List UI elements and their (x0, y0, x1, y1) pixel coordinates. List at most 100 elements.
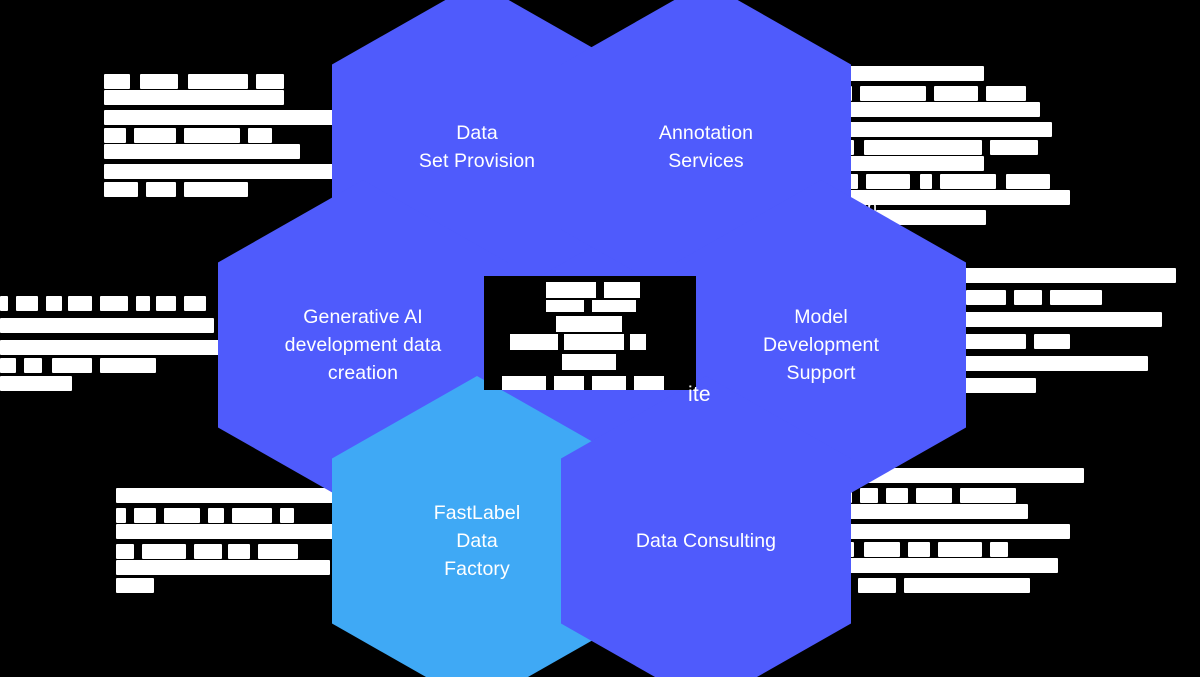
redaction-bar (280, 508, 294, 523)
redaction-bar (116, 560, 330, 575)
redaction-bar (904, 578, 1030, 593)
redaction-bar (116, 578, 154, 593)
redaction-bar (564, 334, 624, 350)
redaction-bar (228, 544, 250, 559)
redaction-bar (592, 376, 626, 390)
copy-block-middle-left (0, 296, 232, 392)
redaction-bar (116, 544, 134, 559)
redaction-bar (116, 488, 338, 503)
redaction-bar (546, 282, 596, 298)
redaction-bar (134, 128, 176, 143)
redaction-bar (986, 86, 1026, 101)
redaction-bar (0, 376, 72, 391)
redaction-bar (554, 376, 584, 390)
redaction-bar (104, 144, 300, 159)
redaction-bar (940, 312, 1162, 327)
redaction-bar (838, 524, 1070, 539)
redaction-bar (864, 140, 982, 155)
redaction-bar (140, 74, 178, 89)
redaction-bar (104, 182, 138, 197)
redaction-bar (1050, 290, 1102, 305)
hexagon-label-data-set-provision: Data Set Provision (418, 121, 536, 172)
redaction-bar (838, 558, 1058, 573)
redaction-bar (142, 544, 186, 559)
copy-block-bottom-right (838, 468, 1098, 594)
redaction-bar (502, 376, 546, 390)
redaction-bar (68, 296, 92, 311)
redaction-bar (838, 468, 1084, 483)
redaction-bar (908, 542, 930, 557)
copy-block-bottom-left (116, 488, 344, 593)
redaction-bar (858, 578, 896, 593)
redaction-bar (52, 358, 92, 373)
redaction-bar (156, 296, 176, 311)
redaction-bar (184, 182, 248, 197)
redaction-bar (630, 334, 646, 350)
redaction-bar (940, 356, 1148, 371)
redaction-bar (546, 300, 584, 312)
redaction-bar (0, 340, 222, 355)
redaction-bar (990, 140, 1038, 155)
redaction-bar (136, 296, 150, 311)
redaction-bar (104, 110, 358, 125)
redaction-bar (990, 542, 1008, 557)
center-caption-fragment: ite (688, 383, 711, 406)
redaction-bar (604, 282, 640, 298)
redaction-bar (0, 296, 8, 311)
redaction-bar (1034, 334, 1070, 349)
redaction-bar (960, 488, 1016, 503)
redaction-bar (184, 296, 206, 311)
redaction-bar (836, 66, 984, 81)
hexagon-label-data-consulting: Data Consulting (635, 529, 777, 552)
redaction-bar (100, 296, 128, 311)
redaction-bar (940, 268, 1176, 283)
redaction-bar (562, 354, 616, 370)
center-redaction-block (484, 276, 696, 390)
redaction-bar (836, 122, 1052, 137)
redaction-bar (938, 542, 982, 557)
hexagon-label-annotation-services: Annotation Services (658, 121, 754, 172)
redaction-bar (104, 74, 130, 89)
redaction-bar (864, 542, 900, 557)
hexagon-label-model-development-support: Model Development Support (763, 305, 879, 385)
redaction-bar (916, 488, 952, 503)
redaction-bar (920, 174, 932, 189)
redaction-bar (188, 74, 248, 89)
redaction-bar (966, 290, 1006, 305)
redaction-bar (194, 544, 222, 559)
redaction-bar (258, 544, 298, 559)
redaction-bar (934, 86, 978, 101)
redaction-bar (1006, 174, 1050, 189)
redaction-bar (100, 358, 156, 373)
redaction-bar (232, 508, 272, 523)
redaction-bar (836, 190, 1070, 205)
redaction-bar (838, 504, 1028, 519)
copy-block-top-left (104, 72, 380, 197)
redaction-bar (104, 128, 126, 143)
redaction-bar (556, 316, 622, 332)
redaction-bar (836, 102, 1040, 117)
redaction-bar (1014, 290, 1042, 305)
redaction-bar (116, 508, 126, 523)
redaction-bar (836, 156, 984, 171)
redaction-bar (248, 128, 272, 143)
redaction-bar (860, 488, 878, 503)
redaction-bar (208, 508, 224, 523)
redaction-bar (860, 86, 926, 101)
redaction-bar (0, 318, 214, 333)
redaction-bar (876, 210, 986, 225)
redaction-bar (46, 296, 62, 311)
redaction-bar (184, 128, 240, 143)
redaction-bar (116, 524, 338, 539)
redaction-bar (104, 164, 346, 179)
redaction-bar (0, 358, 16, 373)
redaction-bar (510, 334, 558, 350)
redaction-bar (886, 488, 908, 503)
redaction-bar (134, 508, 156, 523)
redaction-bar (24, 358, 42, 373)
redaction-bar (164, 508, 200, 523)
hexagon-label-fastlabel-data-factory: FastLabel Data Factory (433, 501, 521, 581)
redaction-bar (940, 174, 996, 189)
